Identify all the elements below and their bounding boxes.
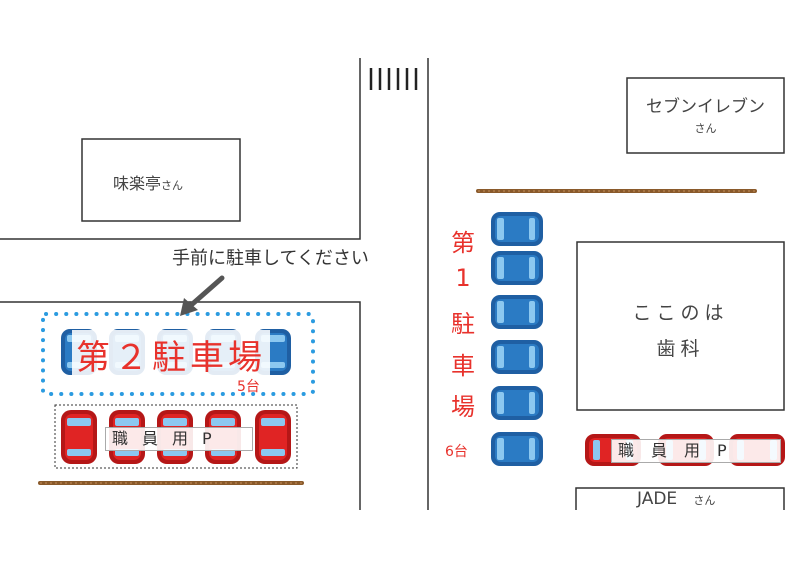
jade-building (575, 487, 785, 510)
lot1-title-char: 駐 (451, 310, 475, 338)
lot2-staff-border (54, 404, 298, 469)
seven-eleven-suffix: さん (694, 122, 717, 135)
ajirakutei-suffix: さん (161, 179, 184, 192)
dentist-line2: 歯科 (656, 338, 705, 360)
blue-car-icon (491, 340, 543, 374)
ajirakutei-name: 味楽亭 (113, 174, 162, 193)
red-car-icon (61, 410, 97, 464)
blue-car-icon (491, 212, 543, 246)
parking-instruction: 手前に駐車してください (172, 248, 369, 269)
ajirakutei-label: 味楽亭さん (113, 170, 183, 194)
lot2-border (41, 312, 315, 396)
blue-car-icon (491, 295, 543, 329)
lot2-count: 5台 (237, 379, 260, 395)
road-edges (0, 58, 429, 510)
dentist-line1: ここのは (632, 302, 729, 324)
seven-eleven-label: セブンイレブン さん (627, 92, 784, 136)
lot1-title-char: 第 (451, 229, 475, 257)
dentist-building (576, 241, 785, 411)
jade-name: JADE (637, 489, 678, 509)
red-car-icon (255, 410, 291, 464)
jade-label: JADE さん (637, 489, 715, 509)
arrow-icon (180, 275, 225, 316)
blue-car-icon (491, 251, 543, 285)
blue-car-icon (491, 386, 543, 420)
dentist-label: ここのは 歯科 (577, 295, 784, 367)
lot1-title-char: 車 (451, 352, 475, 380)
lot2-staff-label: 職員用P (105, 427, 253, 451)
lot1-count: 6台 (445, 444, 468, 460)
lot1-title-char: 場 (451, 393, 475, 421)
lot1-visitor-cars (491, 212, 543, 466)
seven-eleven-name: セブンイレブン (646, 97, 765, 117)
seven-eleven-building (626, 77, 785, 154)
jade-suffix: さん (693, 494, 716, 507)
lot2-title: 第２駐車場 (72, 330, 270, 379)
lot1-staff-label: 職員用P (611, 439, 781, 463)
lot1-title-char: 1 (455, 264, 471, 292)
ajirakutei-building (81, 138, 241, 222)
blue-car-icon (491, 432, 543, 466)
crosswalk-icon (369, 68, 418, 90)
